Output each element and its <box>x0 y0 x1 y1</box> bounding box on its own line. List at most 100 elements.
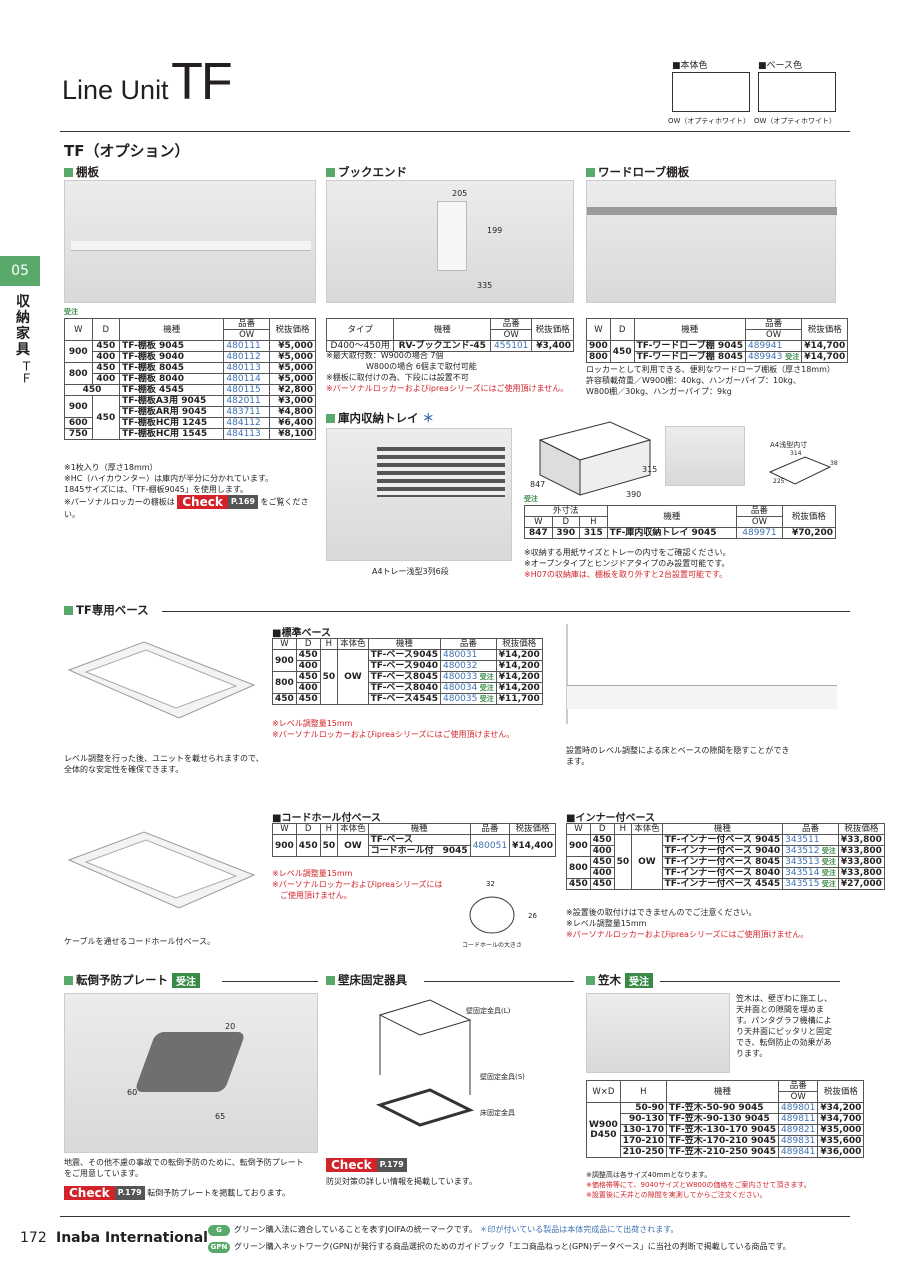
a4-label: A4浅型内寸 <box>770 441 808 449</box>
plate-photo: 20 60 65 <box>64 993 318 1153</box>
tray-tag: 受注 <box>524 495 538 503</box>
green-mark-icon: G <box>208 1225 230 1236</box>
a4-dim-2: 225 <box>773 478 785 485</box>
hole-caption: コードホールの大きさ <box>462 942 523 949</box>
fixture-label-s: 壁固定金具(S) <box>480 1073 525 1081</box>
body-color-label: ■本体色 <box>672 61 708 71</box>
chapter-tab: 05 <box>0 256 40 286</box>
innerbase-title: ■インナー付ベース <box>566 813 655 824</box>
base-level-photo <box>566 624 837 724</box>
bookend-photo: 205 199 335 <box>326 180 574 303</box>
std-base-title: ■標準ベース <box>272 628 331 639</box>
cord-hole-diagram <box>469 896 515 934</box>
page-title: Line Unit TF <box>62 53 233 111</box>
plate-rule <box>222 981 318 982</box>
company-name: Inaba International <box>56 1230 208 1246</box>
base-desc-left: レベル調整を行った後、ユニットを載せられますので、全体的な安定性を確保できます。 <box>64 754 264 774</box>
body-color-swatch <box>672 72 750 112</box>
hole-dim-h: 26 <box>528 912 537 920</box>
base-swatch-label: OW（オプティホワイト） <box>754 117 837 125</box>
a4-tray-diagram <box>768 456 832 485</box>
tray-install-photo <box>665 426 745 486</box>
tray-diagram <box>538 421 652 496</box>
section-title: TF（オプション） <box>64 142 190 160</box>
tray-photo <box>326 428 512 561</box>
tray-dim-d: 390 <box>626 490 642 499</box>
hole-dim-w: 32 <box>486 880 495 888</box>
kasagi-rule <box>660 981 840 982</box>
fixture-diagram <box>375 999 475 1127</box>
wardrobe-notes: ロッカーとして利用できる、便利なワードローブ棚板（厚さ18mm）許容積載荷重／W… <box>586 365 835 396</box>
base-color-label: ■ベース色 <box>758 61 803 71</box>
plate-title: 転倒予防プレート受注 <box>64 972 200 988</box>
tray-title: 庫内収納トレイ＊ <box>326 410 434 426</box>
footer-rule <box>60 1216 850 1217</box>
plate-desc: 地震、その他不慮の事故での転倒予防のために、転倒予防プレートをご用意しています。 <box>64 1158 304 1178</box>
base-rule <box>162 611 850 612</box>
header-rule <box>60 131 850 132</box>
a4-dim-3: 38 <box>830 460 838 467</box>
kasagi-desc: 笠木は、壁ぎわに施工し、天井面との隙間を埋めます。パンタグラフ機構により天井面に… <box>736 994 832 1058</box>
base-color-swatch <box>758 72 836 112</box>
wardrobe-photo <box>586 180 837 303</box>
kasagi-title: 笠木受注 <box>586 972 653 988</box>
shelf-photo <box>64 180 316 303</box>
chapter-sub: ＴＦ <box>19 360 33 384</box>
page-number: 172 <box>20 1230 47 1246</box>
cordbase-title: ■コードホール付ベース <box>272 813 381 824</box>
cordbase-desc: ケーブルを通せるコードホール付ベース。 <box>64 937 216 946</box>
base-diagram <box>67 641 256 719</box>
tray-notes: ※収納する用紙サイズとトレーの内寸をご確認ください。※オープンタイプとヒンジドア… <box>524 548 731 579</box>
wardrobe-title: ワードローブ棚板 <box>586 164 689 180</box>
cordbase-notes: ※レベル調整量15mm※パーソナルロッカーおよびipreaシリーズにはご使用頂け… <box>272 869 443 900</box>
shelf-tag: 受注 <box>64 308 78 316</box>
body-swatch-label: OW（オプティホワイト） <box>668 117 751 125</box>
tray-dim-h: 315 <box>642 465 658 474</box>
kasagi-notes: ※調整高は各サイズ40mmとなります。※価格帯等にて、9040サイズとW800の… <box>586 1171 811 1199</box>
shelf-title: 棚板 <box>64 164 99 180</box>
chapter-label: 収納家具 <box>16 294 30 358</box>
fixture-title: 壁床固定器具 <box>326 972 407 988</box>
fixture-label-l: 壁固定金具(L) <box>466 1007 511 1015</box>
base-title: TF専用ベース <box>64 602 149 618</box>
fixture-rule <box>424 981 574 982</box>
cordbase-diagram <box>67 831 256 909</box>
innerbase-notes: ※設置後の取付けはできませんのでご注意ください。※レベル調整量15mm※パーソナ… <box>566 908 809 939</box>
bookend-title: ブックエンド <box>326 164 407 180</box>
base-notes: ※レベル調整量15mm※パーソナルロッカーおよびipreaシリーズにはご使用頂け… <box>272 719 515 739</box>
